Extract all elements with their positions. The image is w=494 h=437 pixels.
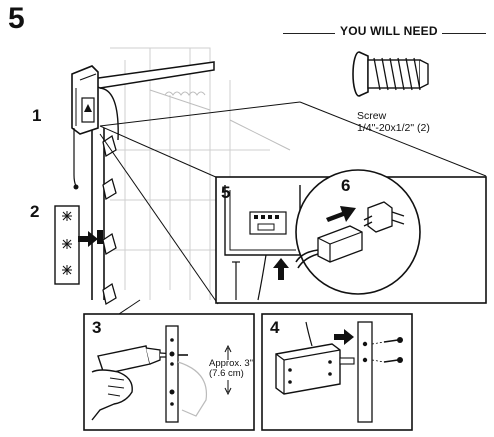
opener-rail — [81, 61, 215, 89]
wall-control-panel — [54, 205, 80, 285]
right-arrow-icon — [334, 329, 354, 345]
door-edge-4 — [357, 321, 373, 423]
step-number: 5 — [8, 2, 25, 35]
screw-name: Screw — [357, 110, 387, 122]
hinges — [102, 134, 117, 306]
callout-4: 4 — [270, 318, 280, 337]
callout-2: 2 — [30, 202, 40, 221]
screw-icon — [352, 51, 429, 97]
hand-icon — [91, 369, 133, 421]
connector-plug-icon — [295, 201, 405, 269]
you-will-need-title: YOU WILL NEED — [340, 24, 438, 38]
insert-arrow-icon — [326, 206, 356, 222]
callout-3: 3 — [92, 318, 102, 337]
header-rule-left — [283, 33, 335, 34]
door-edge-3 — [165, 325, 179, 423]
measurement-label: Approx. 3" (7.6 cm) — [209, 359, 253, 379]
opener-unit — [71, 65, 99, 135]
screw-spec: 1/4"-20x1/2" (2) — [357, 122, 430, 134]
door-jamb — [91, 128, 105, 300]
small-screws — [371, 337, 403, 363]
callout-5: 5 — [221, 183, 231, 202]
measurement-inches: Approx. 3" — [209, 358, 254, 369]
arrow-icon — [78, 231, 98, 247]
callout-6: 6 — [341, 176, 351, 195]
screw-label: Screw 1/4"-20x1/2" (2) — [357, 110, 430, 134]
header-rule-right — [442, 33, 486, 34]
callout-1: 1 — [32, 106, 42, 125]
up-arrow-icon — [273, 258, 289, 280]
door-lock-unit-icon — [275, 321, 355, 395]
measurement-cm: (7.6 cm) — [209, 368, 244, 379]
